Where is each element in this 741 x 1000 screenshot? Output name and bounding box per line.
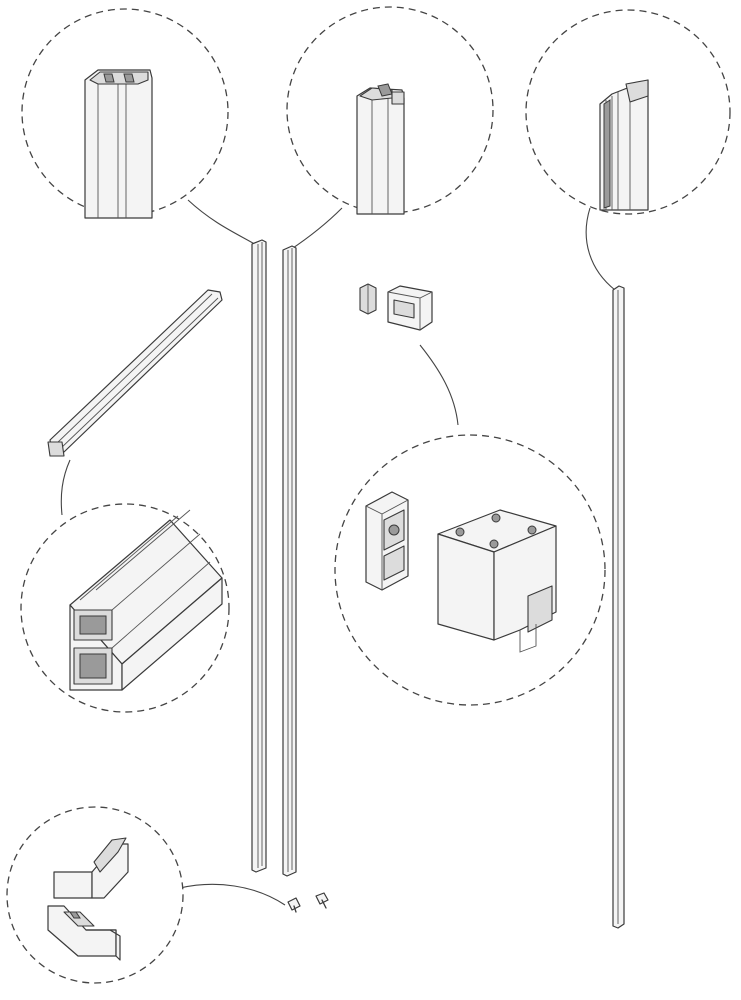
profile-icon xyxy=(599,79,649,211)
callout-left-profile xyxy=(21,8,229,219)
callout-middle-profile xyxy=(286,6,494,215)
bracket-icon xyxy=(365,491,557,653)
profile-icon xyxy=(84,69,153,219)
leader-lines xyxy=(60,199,616,906)
callout-roller-bracket xyxy=(334,434,606,706)
leader-left-profile xyxy=(187,199,259,247)
profile-icon xyxy=(69,509,223,691)
thin-upright-profile xyxy=(612,285,625,929)
small-screws xyxy=(287,892,329,913)
leader-rail xyxy=(60,459,71,516)
screw-icon xyxy=(287,897,301,911)
left-upright-profile xyxy=(251,239,267,873)
callout-end-caps xyxy=(6,806,184,984)
end-cap-icon xyxy=(53,837,129,899)
leader-bracket xyxy=(419,344,459,426)
right-upright-profile xyxy=(282,245,297,877)
callout-right-profile xyxy=(525,9,731,215)
screw-icon xyxy=(315,892,329,905)
callout-rail-section xyxy=(20,503,230,713)
profile-icon xyxy=(356,83,405,215)
leader-right-profile xyxy=(585,207,616,291)
horizontal-rail-profile xyxy=(47,289,223,457)
leader-end-caps xyxy=(179,883,286,906)
leader-middle-profile xyxy=(289,207,343,251)
end-cap-icon xyxy=(47,905,121,961)
small-bracket-assembly xyxy=(359,283,433,331)
